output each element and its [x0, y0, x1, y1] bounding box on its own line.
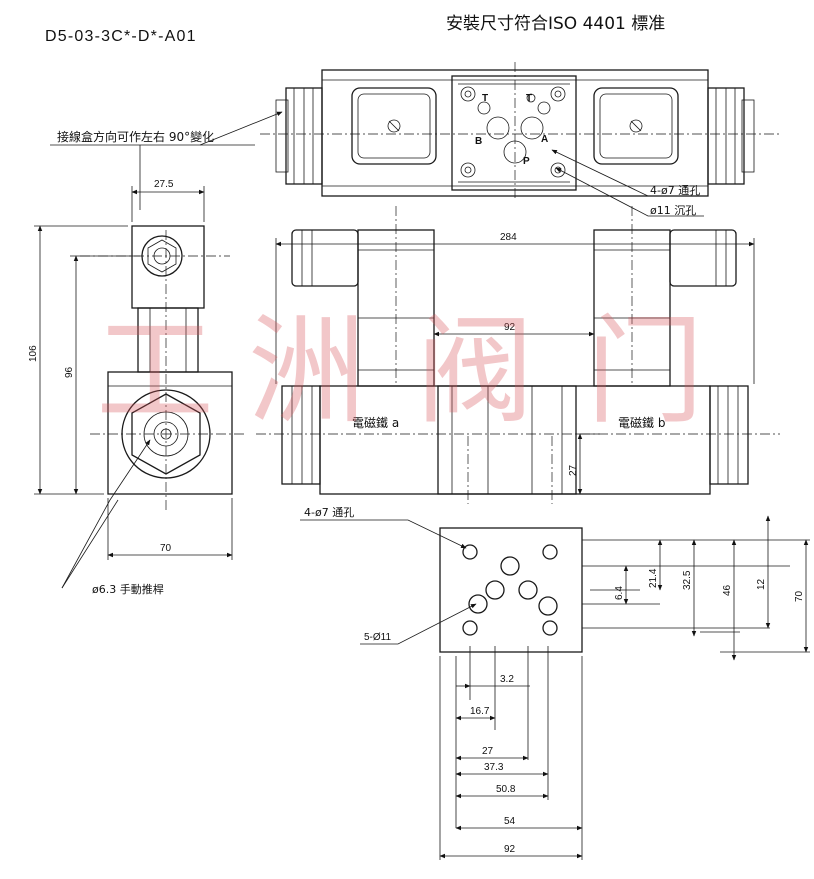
dim-h-50-8: 50.8	[496, 784, 516, 795]
valve-face	[451, 75, 577, 191]
dim-v-21-4: 21.4	[648, 568, 659, 588]
dim-h-92: 92	[504, 844, 516, 855]
mount-hole-icon	[462, 544, 478, 560]
dim-h-54: 54	[504, 816, 516, 827]
mount-hole-icon	[550, 162, 566, 178]
mount-hole-icon	[462, 620, 478, 636]
through-holes-note: 4-ø7 通孔	[650, 184, 700, 197]
dim-h-27: 27	[482, 746, 494, 757]
dim-front-length: 284	[500, 232, 517, 243]
dim-v-46: 46	[722, 584, 733, 596]
port-icon	[485, 580, 505, 600]
manual-pin-note: ø6.3 手動推桿	[92, 582, 164, 596]
dim-side-height: 96	[64, 366, 75, 378]
solenoid-a-label: 電磁鐵 a	[352, 415, 399, 430]
front-right-cap	[709, 385, 749, 485]
standard-title: 安裝尺寸符合ISO 4401 標准	[446, 14, 665, 34]
model-number: D5-03-3C*-D*-A01	[45, 28, 197, 45]
mounting-face	[439, 527, 583, 653]
port-label: P	[523, 156, 530, 167]
port-a-icon	[520, 116, 544, 140]
mount-hole-icon	[550, 86, 566, 102]
dim-side-base-width: 70	[160, 543, 172, 554]
port-label: T	[526, 93, 532, 104]
ports-bottom-note: 5-Ø11	[364, 632, 391, 643]
port-label: T	[482, 93, 488, 104]
dim-front-gap: 92	[504, 322, 516, 333]
dim-h-16-7: 16.7	[470, 706, 490, 717]
dim-side-total-height: 106	[28, 345, 39, 362]
dim-h-37-3: 37.3	[484, 762, 504, 773]
watermark: 工 洲 阀 门	[96, 302, 704, 440]
right-connector	[669, 229, 737, 287]
mounting-pattern: 4-ø7 通孔 5-Ø11 6.4 21.4 32.5 46 12 70 3.	[300, 506, 810, 860]
front-view: 電磁鐵 a 電磁鐵 b 284 92 27 4-ø7 通孔 ø11 沉孔	[256, 149, 780, 504]
dim-h-3-2: 3.2	[500, 674, 514, 685]
mount-hole-icon	[460, 162, 476, 178]
junction-box	[131, 225, 205, 309]
mount-hole-icon	[460, 86, 476, 102]
dim-v-6-4: 6.4	[614, 586, 625, 600]
dim-v-32-5: 32.5	[682, 570, 693, 590]
port-label: A	[541, 134, 548, 145]
dim-v-70: 70	[794, 590, 805, 602]
port-icon	[538, 596, 558, 616]
watermark-char: 工	[96, 302, 214, 440]
through-holes-bottom-note: 4-ø7 通孔	[304, 506, 354, 519]
watermark-char: 阀	[416, 302, 534, 440]
mount-hole-icon	[542, 544, 558, 560]
mount-hole-icon	[542, 620, 558, 636]
front-left-cap	[281, 385, 321, 485]
side-view: 27.5 106 96 70 ø6.3 手動推桿 接線盒方向可作左右 90°變化	[28, 111, 283, 596]
port-icon	[518, 580, 538, 600]
port-icon	[500, 556, 520, 576]
counterbore-note: ø11 沉孔	[650, 204, 696, 217]
port-b-icon	[486, 116, 510, 140]
watermark-char: 门	[586, 302, 704, 440]
front-valve-block	[437, 385, 577, 495]
junction-box-note: 接線盒方向可作左右 90°變化	[57, 129, 214, 144]
left-connector	[291, 229, 359, 287]
dim-front-height: 27	[568, 464, 579, 476]
port-icon	[468, 594, 488, 614]
port-t-icon	[537, 101, 551, 115]
valve-body-side	[107, 371, 233, 495]
right-connector-box	[593, 87, 679, 165]
left-connector-box	[351, 87, 437, 165]
port-t-icon	[477, 101, 491, 115]
top-view: T T B A P	[260, 62, 780, 200]
dim-side-width: 27.5	[154, 179, 174, 190]
solenoid-b-label: 電磁鐵 b	[618, 415, 665, 430]
watermark-char: 洲	[248, 302, 366, 440]
port-label: B	[475, 136, 482, 147]
dim-v-12: 12	[756, 578, 767, 590]
